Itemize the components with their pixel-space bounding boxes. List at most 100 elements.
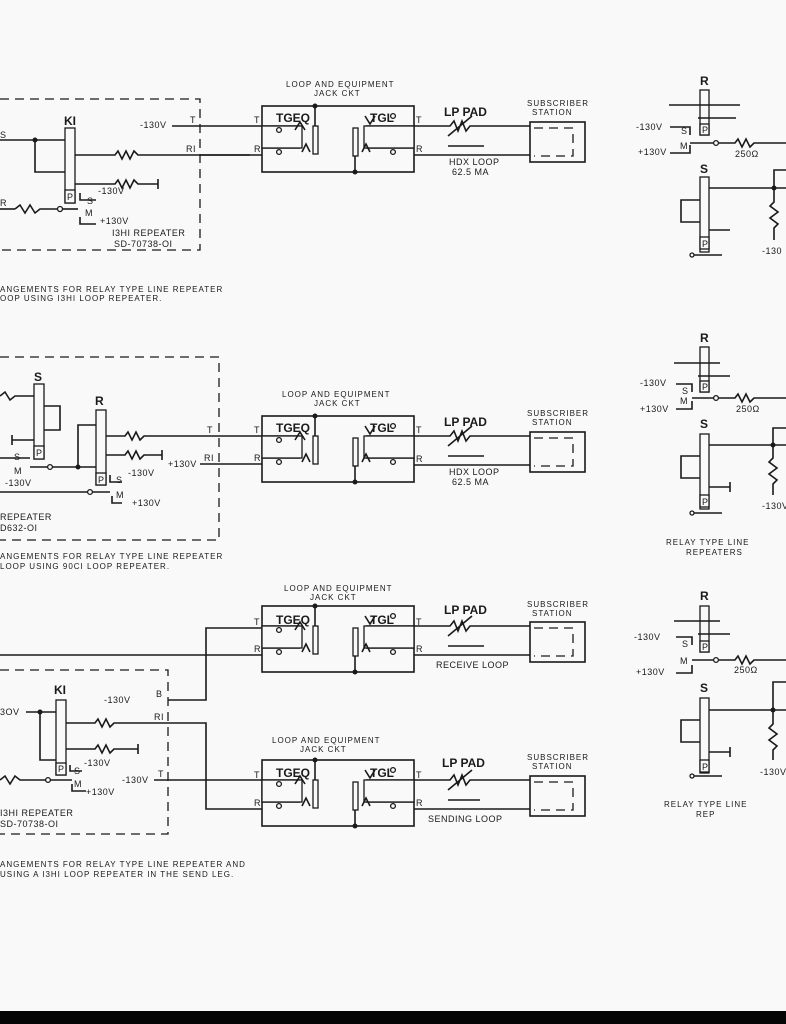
svg-text:P: P <box>702 382 709 392</box>
svg-text:LOOP AND EQUIPMENT: LOOP AND EQUIPMENT <box>286 80 395 89</box>
panel-3-send-leg-repeater: B -130V KI P 3OV RI S M -130V +130V -130… <box>0 584 589 879</box>
svg-text:SD-70738-OI: SD-70738-OI <box>114 239 173 249</box>
svg-text:S: S <box>0 130 7 140</box>
svg-text:T: T <box>207 425 213 435</box>
svg-text:R: R <box>700 331 709 345</box>
svg-text:T: T <box>254 115 260 125</box>
svg-text:S: S <box>700 162 708 176</box>
svg-text:RECEIVE LOOP: RECEIVE LOOP <box>436 660 509 670</box>
svg-text:T: T <box>254 425 260 435</box>
svg-text:R: R <box>700 74 709 88</box>
svg-text:-130V: -130V <box>140 120 167 130</box>
svg-text:TGEQ: TGEQ <box>276 111 310 125</box>
svg-text:STATION: STATION <box>532 108 572 117</box>
svg-text:ANGEMENTS FOR RELAY TYPE LINE: ANGEMENTS FOR RELAY TYPE LINE REPEATER <box>0 552 223 561</box>
svg-text:SD-70738-OI: SD-70738-OI <box>0 819 59 829</box>
svg-text:M: M <box>116 490 124 500</box>
svg-text:-130V: -130V <box>122 775 149 785</box>
svg-text:-130V: -130V <box>640 378 667 388</box>
svg-text:LOOP USING 90CI LOOP REPEATER.: LOOP USING 90CI LOOP REPEATER. <box>0 562 170 571</box>
svg-text:I3HI REPEATER: I3HI REPEATER <box>0 808 73 818</box>
svg-text:P: P <box>702 497 709 507</box>
svg-text:RELAY TYPE LINE: RELAY TYPE LINE <box>664 800 747 809</box>
svg-text:TGL: TGL <box>370 421 394 435</box>
svg-text:P: P <box>98 475 105 485</box>
svg-text:+130V: +130V <box>100 216 129 226</box>
svg-text:SUBSCRIBER: SUBSCRIBER <box>527 99 589 108</box>
svg-text:M: M <box>85 208 93 218</box>
svg-text:M: M <box>74 779 82 789</box>
svg-text:3OV: 3OV <box>0 707 20 717</box>
svg-text:STATION: STATION <box>532 418 572 427</box>
svg-text:R: R <box>95 394 104 408</box>
svg-text:+130V: +130V <box>636 667 665 677</box>
svg-text:LP PAD: LP PAD <box>444 603 487 617</box>
svg-text:RI: RI <box>154 712 164 722</box>
svg-text:TGEQ: TGEQ <box>276 766 310 780</box>
svg-text:M: M <box>14 466 22 476</box>
svg-text:S: S <box>87 196 94 206</box>
svg-text:LOOP AND EQUIPMENT: LOOP AND EQUIPMENT <box>272 736 381 745</box>
svg-text:SUBSCRIBER: SUBSCRIBER <box>527 409 589 418</box>
svg-text:T: T <box>416 770 422 780</box>
svg-text:S: S <box>681 126 688 136</box>
svg-text:62.5 MA: 62.5 MA <box>452 477 489 487</box>
svg-text:HDX LOOP: HDX LOOP <box>449 467 500 477</box>
svg-text:T: T <box>416 617 422 627</box>
svg-text:LP PAD: LP PAD <box>444 105 487 119</box>
relay-repeater-bottom-right: R P -130V +130V S M 250Ω S P -130V RELAY… <box>634 589 786 819</box>
svg-text:P: P <box>702 642 709 652</box>
svg-text:S: S <box>682 639 689 649</box>
svg-text:R: R <box>416 644 423 654</box>
svg-text:T: T <box>254 617 260 627</box>
svg-text:250Ω: 250Ω <box>735 149 759 159</box>
svg-text:TGL: TGL <box>370 766 394 780</box>
svg-text:R: R <box>416 798 423 808</box>
svg-text:+130V: +130V <box>638 147 667 157</box>
svg-text:-130V: -130V <box>98 186 125 196</box>
svg-text:P: P <box>702 762 709 772</box>
svg-text:R: R <box>254 798 261 808</box>
svg-text:USING A I3HI LOOP REPEATER IN: USING A I3HI LOOP REPEATER IN THE SEND L… <box>0 870 234 879</box>
svg-text:KI: KI <box>64 114 76 128</box>
svg-text:JACK CKT: JACK CKT <box>314 89 361 98</box>
svg-text:S: S <box>700 681 708 695</box>
svg-text:RI: RI <box>204 453 214 463</box>
svg-text:-130V: -130V <box>762 501 786 511</box>
svg-text:TGL: TGL <box>370 111 394 125</box>
svg-text:S: S <box>14 452 21 462</box>
svg-text:S: S <box>116 475 123 485</box>
svg-text:P: P <box>58 764 65 774</box>
svg-text:HDX LOOP: HDX LOOP <box>449 157 500 167</box>
svg-text:STATION: STATION <box>532 762 572 771</box>
svg-text:M: M <box>680 656 688 666</box>
svg-text:R: R <box>254 144 261 154</box>
svg-text:LOOP AND EQUIPMENT: LOOP AND EQUIPMENT <box>284 584 393 593</box>
svg-text:T: T <box>158 769 164 779</box>
svg-text:REPEATERS: REPEATERS <box>686 548 743 557</box>
svg-text:TGEQ: TGEQ <box>276 421 310 435</box>
svg-text:250Ω: 250Ω <box>736 404 760 414</box>
panel-1-13h1-repeater: KI P S R S M -130V +130V I3HI REPEATER S… <box>0 80 589 303</box>
svg-text:S: S <box>34 370 42 384</box>
relay-repeater-top-right: R P -130V +130V S M 250Ω S P -130 <box>636 74 786 258</box>
svg-text:SUBSCRIBER: SUBSCRIBER <box>527 600 589 609</box>
svg-text:LP PAD: LP PAD <box>442 756 485 770</box>
svg-text:ANGEMENTS FOR RELAY TYPE LINE: ANGEMENTS FOR RELAY TYPE LINE REPEATER A… <box>0 860 246 869</box>
svg-text:STATION: STATION <box>532 609 572 618</box>
panel-2-90c1-repeater: S P S M -130V R P S M -130V +130V +130V <box>0 356 589 571</box>
svg-text:M: M <box>680 396 688 406</box>
svg-text:OOP USING I3HI LOOP REPEATER.: OOP USING I3HI LOOP REPEATER. <box>0 294 162 303</box>
svg-text:SUBSCRIBER: SUBSCRIBER <box>527 753 589 762</box>
svg-text:P: P <box>702 239 709 249</box>
svg-text:JACK CKT: JACK CKT <box>314 399 361 408</box>
svg-text:REPEATER: REPEATER <box>0 512 52 522</box>
svg-text:T: T <box>416 115 422 125</box>
relay-repeater-middle-right: R P -130V +130V S M 250Ω S P -130V RELAY… <box>640 331 786 557</box>
svg-text:REP: REP <box>696 810 715 819</box>
svg-text:B: B <box>156 689 163 699</box>
svg-text:62.5 MA: 62.5 MA <box>452 167 489 177</box>
svg-text:R: R <box>254 453 261 463</box>
svg-text:D632-OI: D632-OI <box>0 523 38 533</box>
